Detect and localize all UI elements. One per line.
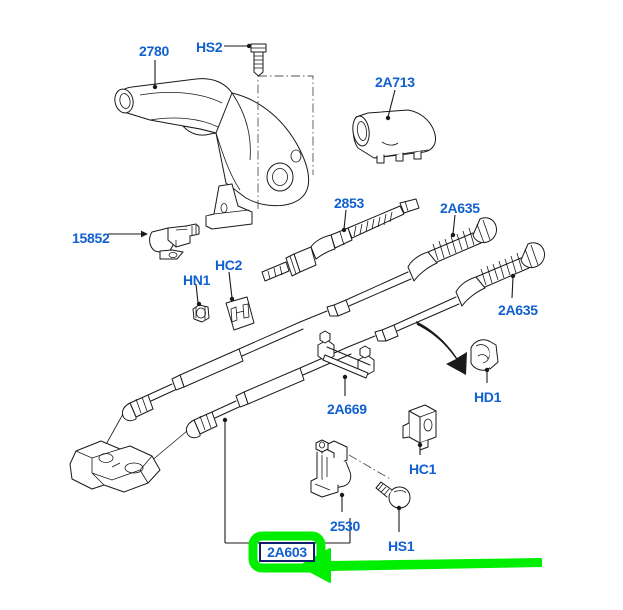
part-hn1-nut: [192, 283, 210, 323]
label-2a713: 2A713: [375, 74, 415, 90]
main-cable-lower: [149, 346, 352, 463]
cable-mounting-plate: [69, 440, 161, 493]
part-2530-bracket: [310, 439, 393, 512]
label-2a669: 2A669: [327, 401, 367, 417]
part-2a635-cable-lower: [347, 242, 545, 348]
pointer-arrow-to-hd1: [416, 321, 467, 375]
label-2a603-highlighted: 2A603: [259, 542, 315, 562]
label-2853: 2853: [334, 195, 364, 211]
label-hd1: HD1: [474, 389, 502, 405]
part-hd1-clip: [470, 339, 499, 383]
label-hc2: HC2: [215, 257, 243, 273]
label-hs1: HS1: [388, 538, 415, 554]
label-15852: 15852: [72, 230, 110, 246]
part-2a713-boot-cover: [352, 89, 437, 164]
part-2a635-cable-upper: [299, 214, 497, 323]
label-2a635-lower: 2A635: [498, 302, 538, 318]
part-2a669-equalizer: [317, 330, 375, 396]
part-hs1-screw: [375, 481, 411, 532]
label-2780: 2780: [139, 43, 169, 59]
part-hc1-bracket: [402, 404, 437, 455]
part-hc2-clip: [225, 271, 255, 331]
part-2853-adjuster: [261, 198, 420, 282]
part-2780-lever-handle: [114, 60, 314, 230]
label-hs2: HS2: [196, 39, 223, 55]
label-2530: 2530: [330, 518, 360, 534]
main-cable-upper: [103, 321, 304, 449]
part-15852-switch: [108, 223, 200, 260]
label-hc1: HC1: [409, 461, 437, 477]
green-highlight-annotation: [248, 531, 542, 583]
label-hn1: HN1: [183, 272, 211, 288]
part-hs2-bolt: [224, 43, 267, 77]
label-2a635-upper: 2A635: [440, 200, 480, 216]
